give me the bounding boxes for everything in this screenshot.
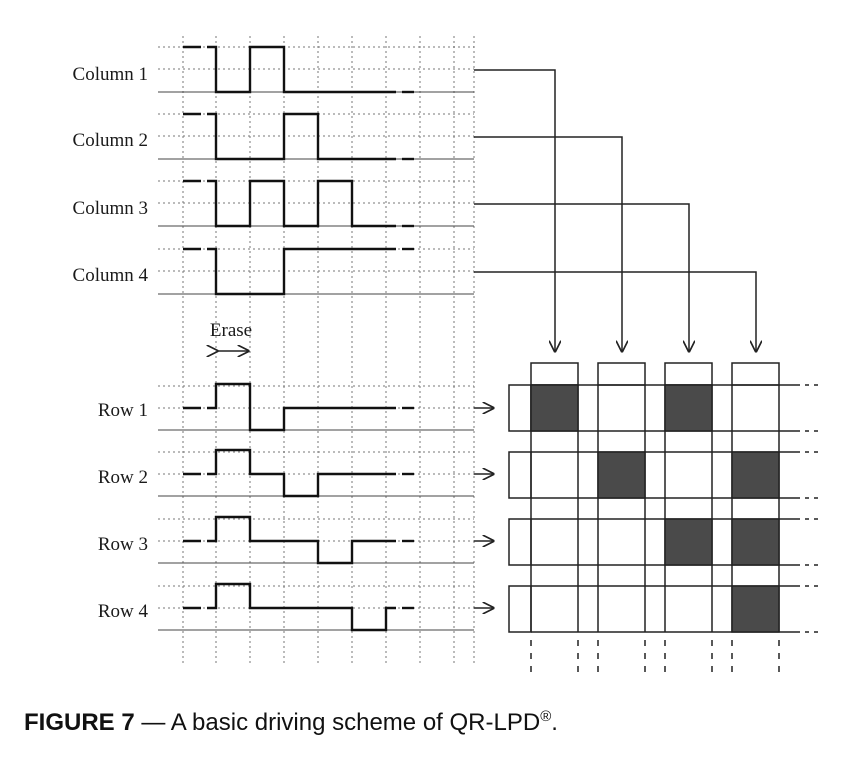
row-waveform: [207, 582, 396, 632]
column-3-label: Column 3: [73, 198, 148, 219]
row-1-label: Row 1: [98, 400, 148, 421]
column-connector-arrow: [474, 136, 622, 352]
pixel-filled: [731, 585, 780, 633]
figure-number: FIGURE 7: [24, 709, 135, 736]
connector-arrows: [474, 69, 756, 608]
column-2-label: Column 2: [73, 130, 148, 151]
column-waveform: [207, 179, 396, 228]
caption-text: — A basic driving scheme of QR-LPD: [134, 709, 541, 736]
caption-end: .: [551, 709, 558, 736]
pixel-matrix: [508, 362, 822, 675]
timing-grid: [158, 36, 475, 665]
pixel-filled: [664, 518, 713, 566]
column-waveform: [207, 247, 396, 296]
column-1-label: Column 1: [73, 64, 148, 85]
row-waveform: [207, 448, 396, 498]
column-electrode: [530, 362, 579, 386]
pixel-filled: [597, 451, 646, 499]
column-electrode: [664, 362, 713, 386]
column-connector-arrow: [474, 69, 555, 352]
row-waveform: [207, 515, 396, 565]
column-electrode: [731, 362, 780, 386]
row-electrode: [508, 451, 532, 499]
waveforms: [183, 45, 414, 632]
pixel-filled: [530, 384, 579, 432]
row-electrode: [508, 585, 532, 633]
registered-mark: ®: [540, 708, 552, 725]
figure-caption: FIGURE 7 — A basic driving scheme of QR-…: [24, 708, 558, 737]
row-2-label: Row 2: [98, 467, 148, 488]
row-electrode: [508, 518, 532, 566]
pixel-filled: [731, 518, 780, 566]
row-waveform: [207, 382, 396, 432]
erase-label: Erase: [210, 320, 252, 341]
column-electrode: [597, 362, 646, 386]
row-3-label: Row 3: [98, 534, 148, 555]
pixel-filled: [664, 384, 713, 432]
pixel-filled: [731, 451, 780, 499]
column-waveform: [207, 112, 396, 161]
row-electrode: [508, 384, 532, 432]
column-connector-arrow: [474, 271, 756, 352]
row-4-label: Row 4: [98, 601, 149, 622]
driving-scheme-diagram: Column 1 Column 2 Column 3 Column 4 Row …: [73, 36, 822, 675]
column-waveform: [207, 45, 396, 94]
column-connector-arrow: [474, 203, 689, 352]
column-4-label: Column 4: [73, 265, 149, 286]
